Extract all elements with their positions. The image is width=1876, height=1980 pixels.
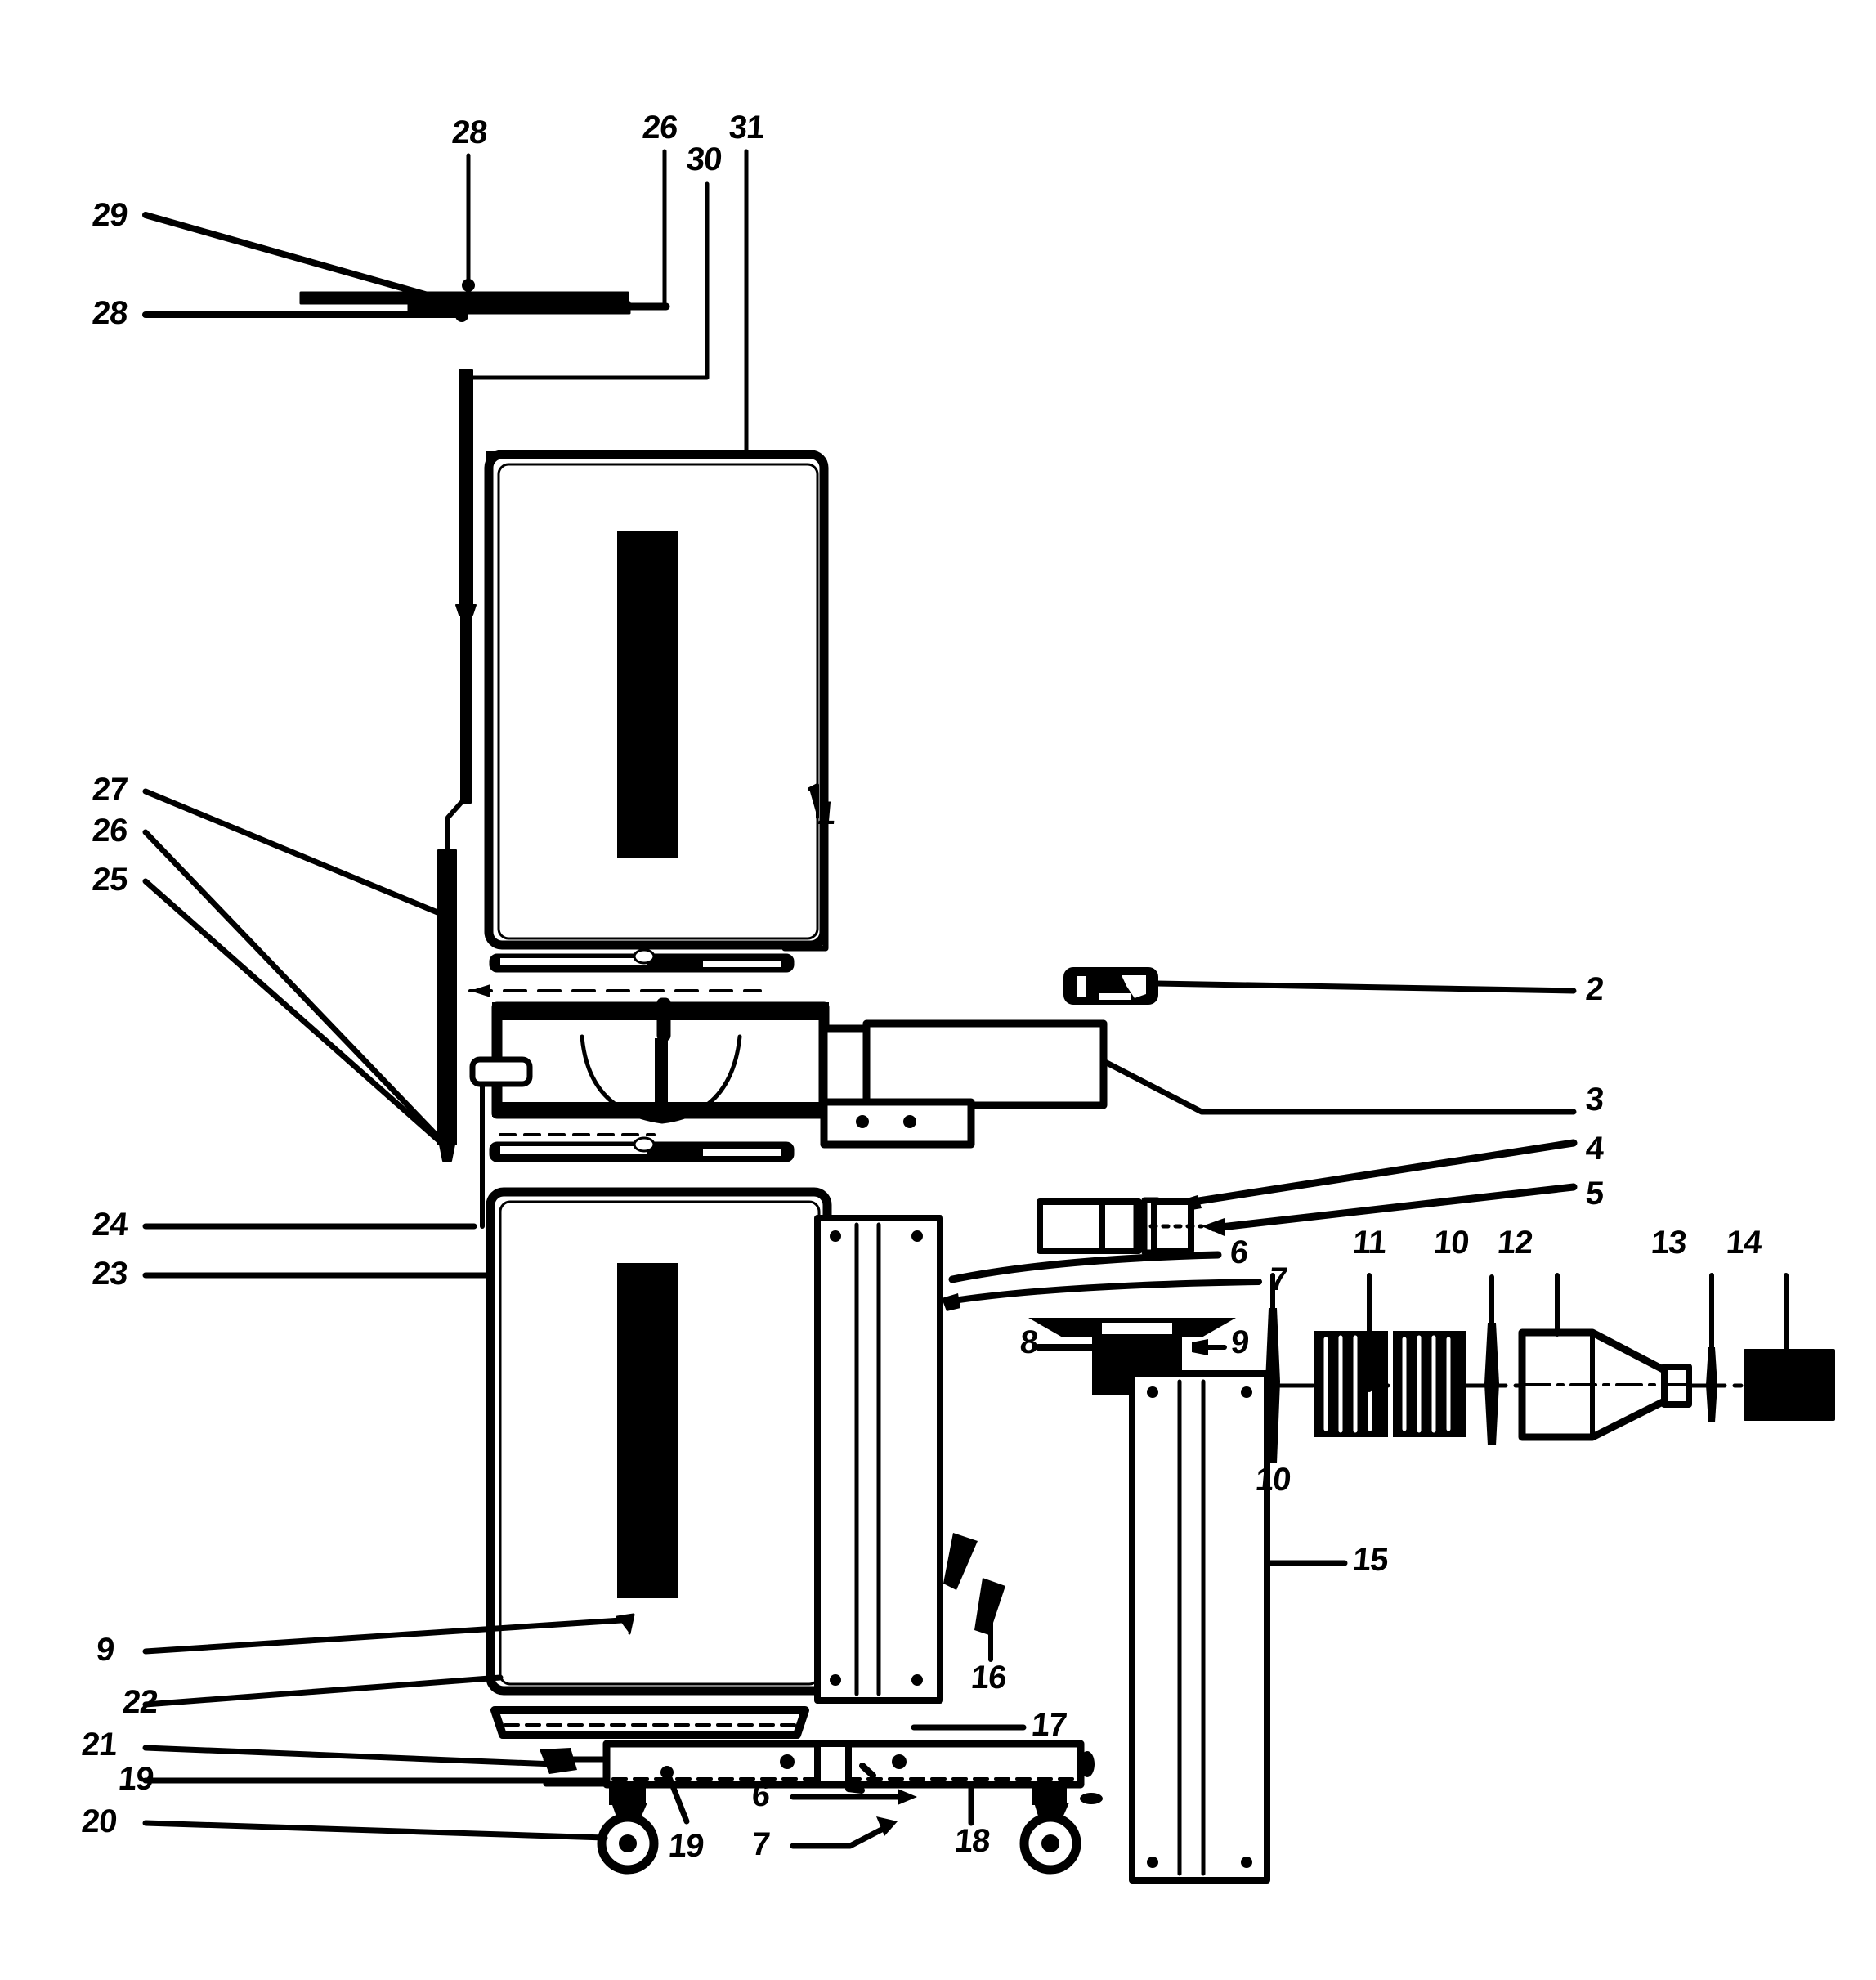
callout-26-left: 26 bbox=[91, 813, 129, 849]
callout-4: 4 bbox=[1584, 1131, 1605, 1167]
callout-7-bottom: 7 bbox=[750, 1826, 772, 1862]
callout-30: 30 bbox=[685, 141, 723, 177]
callout-7: 7 bbox=[1268, 1261, 1289, 1297]
base-rail bbox=[540, 1724, 1103, 1826]
small-washer bbox=[1192, 1339, 1227, 1355]
leader-19-caster bbox=[660, 1766, 690, 1825]
callout-1: 1 bbox=[816, 795, 837, 831]
lower-slide-rail bbox=[489, 1133, 795, 1162]
callout-22: 22 bbox=[121, 1684, 159, 1720]
cone-adapter bbox=[1518, 1273, 1692, 1441]
callout-10-lower: 10 bbox=[1254, 1462, 1292, 1498]
leader-lines-23-24 bbox=[142, 1223, 506, 1279]
leader-3 bbox=[1100, 1058, 1577, 1115]
callout-29: 29 bbox=[91, 197, 129, 233]
callout-23: 23 bbox=[91, 1256, 129, 1292]
vertical-rod-assembly bbox=[437, 369, 488, 1229]
callout-14: 14 bbox=[1725, 1225, 1763, 1261]
coil-spring-b bbox=[1393, 1331, 1466, 1437]
tray bbox=[142, 1613, 809, 1739]
leader-lines-bottom-left bbox=[142, 1745, 608, 1841]
callout-13: 13 bbox=[1650, 1225, 1688, 1261]
switch-block bbox=[1063, 967, 1577, 1005]
callout-31: 31 bbox=[728, 110, 766, 146]
callout-11: 11 bbox=[1351, 1225, 1388, 1261]
callout-28-left: 28 bbox=[91, 295, 129, 331]
callout-28-top: 28 bbox=[450, 114, 489, 150]
callout-27: 27 bbox=[91, 772, 129, 808]
end-block bbox=[1744, 1273, 1835, 1421]
callout-19-left: 19 bbox=[117, 1761, 155, 1797]
caster-right bbox=[1019, 1785, 1081, 1875]
top-bar-part bbox=[299, 291, 670, 315]
callout-15: 15 bbox=[1351, 1542, 1390, 1578]
callout-2: 2 bbox=[1584, 971, 1605, 1007]
coil-spring-a bbox=[1314, 1331, 1388, 1437]
callout-9-left: 9 bbox=[95, 1632, 116, 1668]
spindle-assembly bbox=[1037, 1139, 1578, 1256]
arrow-left bbox=[470, 984, 490, 997]
lower-panel bbox=[486, 1187, 832, 1696]
vertical-post-left bbox=[814, 1215, 943, 1704]
caster-left bbox=[597, 1785, 659, 1875]
callout-12: 12 bbox=[1496, 1225, 1534, 1261]
bushing-right bbox=[1484, 1274, 1499, 1445]
callout-9: 9 bbox=[1229, 1324, 1251, 1360]
callout-26-top: 26 bbox=[641, 110, 679, 146]
upper-panel bbox=[484, 450, 829, 952]
leader-bottom-washers bbox=[790, 1763, 917, 1849]
callout-3: 3 bbox=[1584, 1082, 1605, 1118]
callout-5: 5 bbox=[1584, 1176, 1605, 1212]
vertical-post-right bbox=[1129, 1370, 1348, 1884]
callout-6-bottom: 6 bbox=[750, 1777, 772, 1813]
leader-lines-left-mid bbox=[142, 788, 451, 1152]
screw-pair bbox=[943, 1533, 1005, 1662]
callout-17: 17 bbox=[1030, 1707, 1068, 1743]
callout-18: 18 bbox=[953, 1823, 992, 1859]
callout-20: 20 bbox=[80, 1803, 119, 1839]
washer-group bbox=[942, 1251, 1262, 1311]
pin bbox=[1706, 1273, 1717, 1422]
callout-10-upper: 10 bbox=[1432, 1225, 1471, 1261]
callout-24: 24 bbox=[91, 1207, 129, 1243]
center-housing bbox=[469, 997, 1108, 1149]
callout-25: 25 bbox=[91, 862, 129, 898]
callout-6: 6 bbox=[1229, 1234, 1250, 1270]
callout-8: 8 bbox=[1019, 1324, 1040, 1360]
callout-19-caster: 19 bbox=[667, 1828, 705, 1864]
callout-16: 16 bbox=[969, 1660, 1008, 1696]
upper-slide-rail bbox=[489, 948, 795, 973]
callout-21: 21 bbox=[80, 1727, 119, 1763]
